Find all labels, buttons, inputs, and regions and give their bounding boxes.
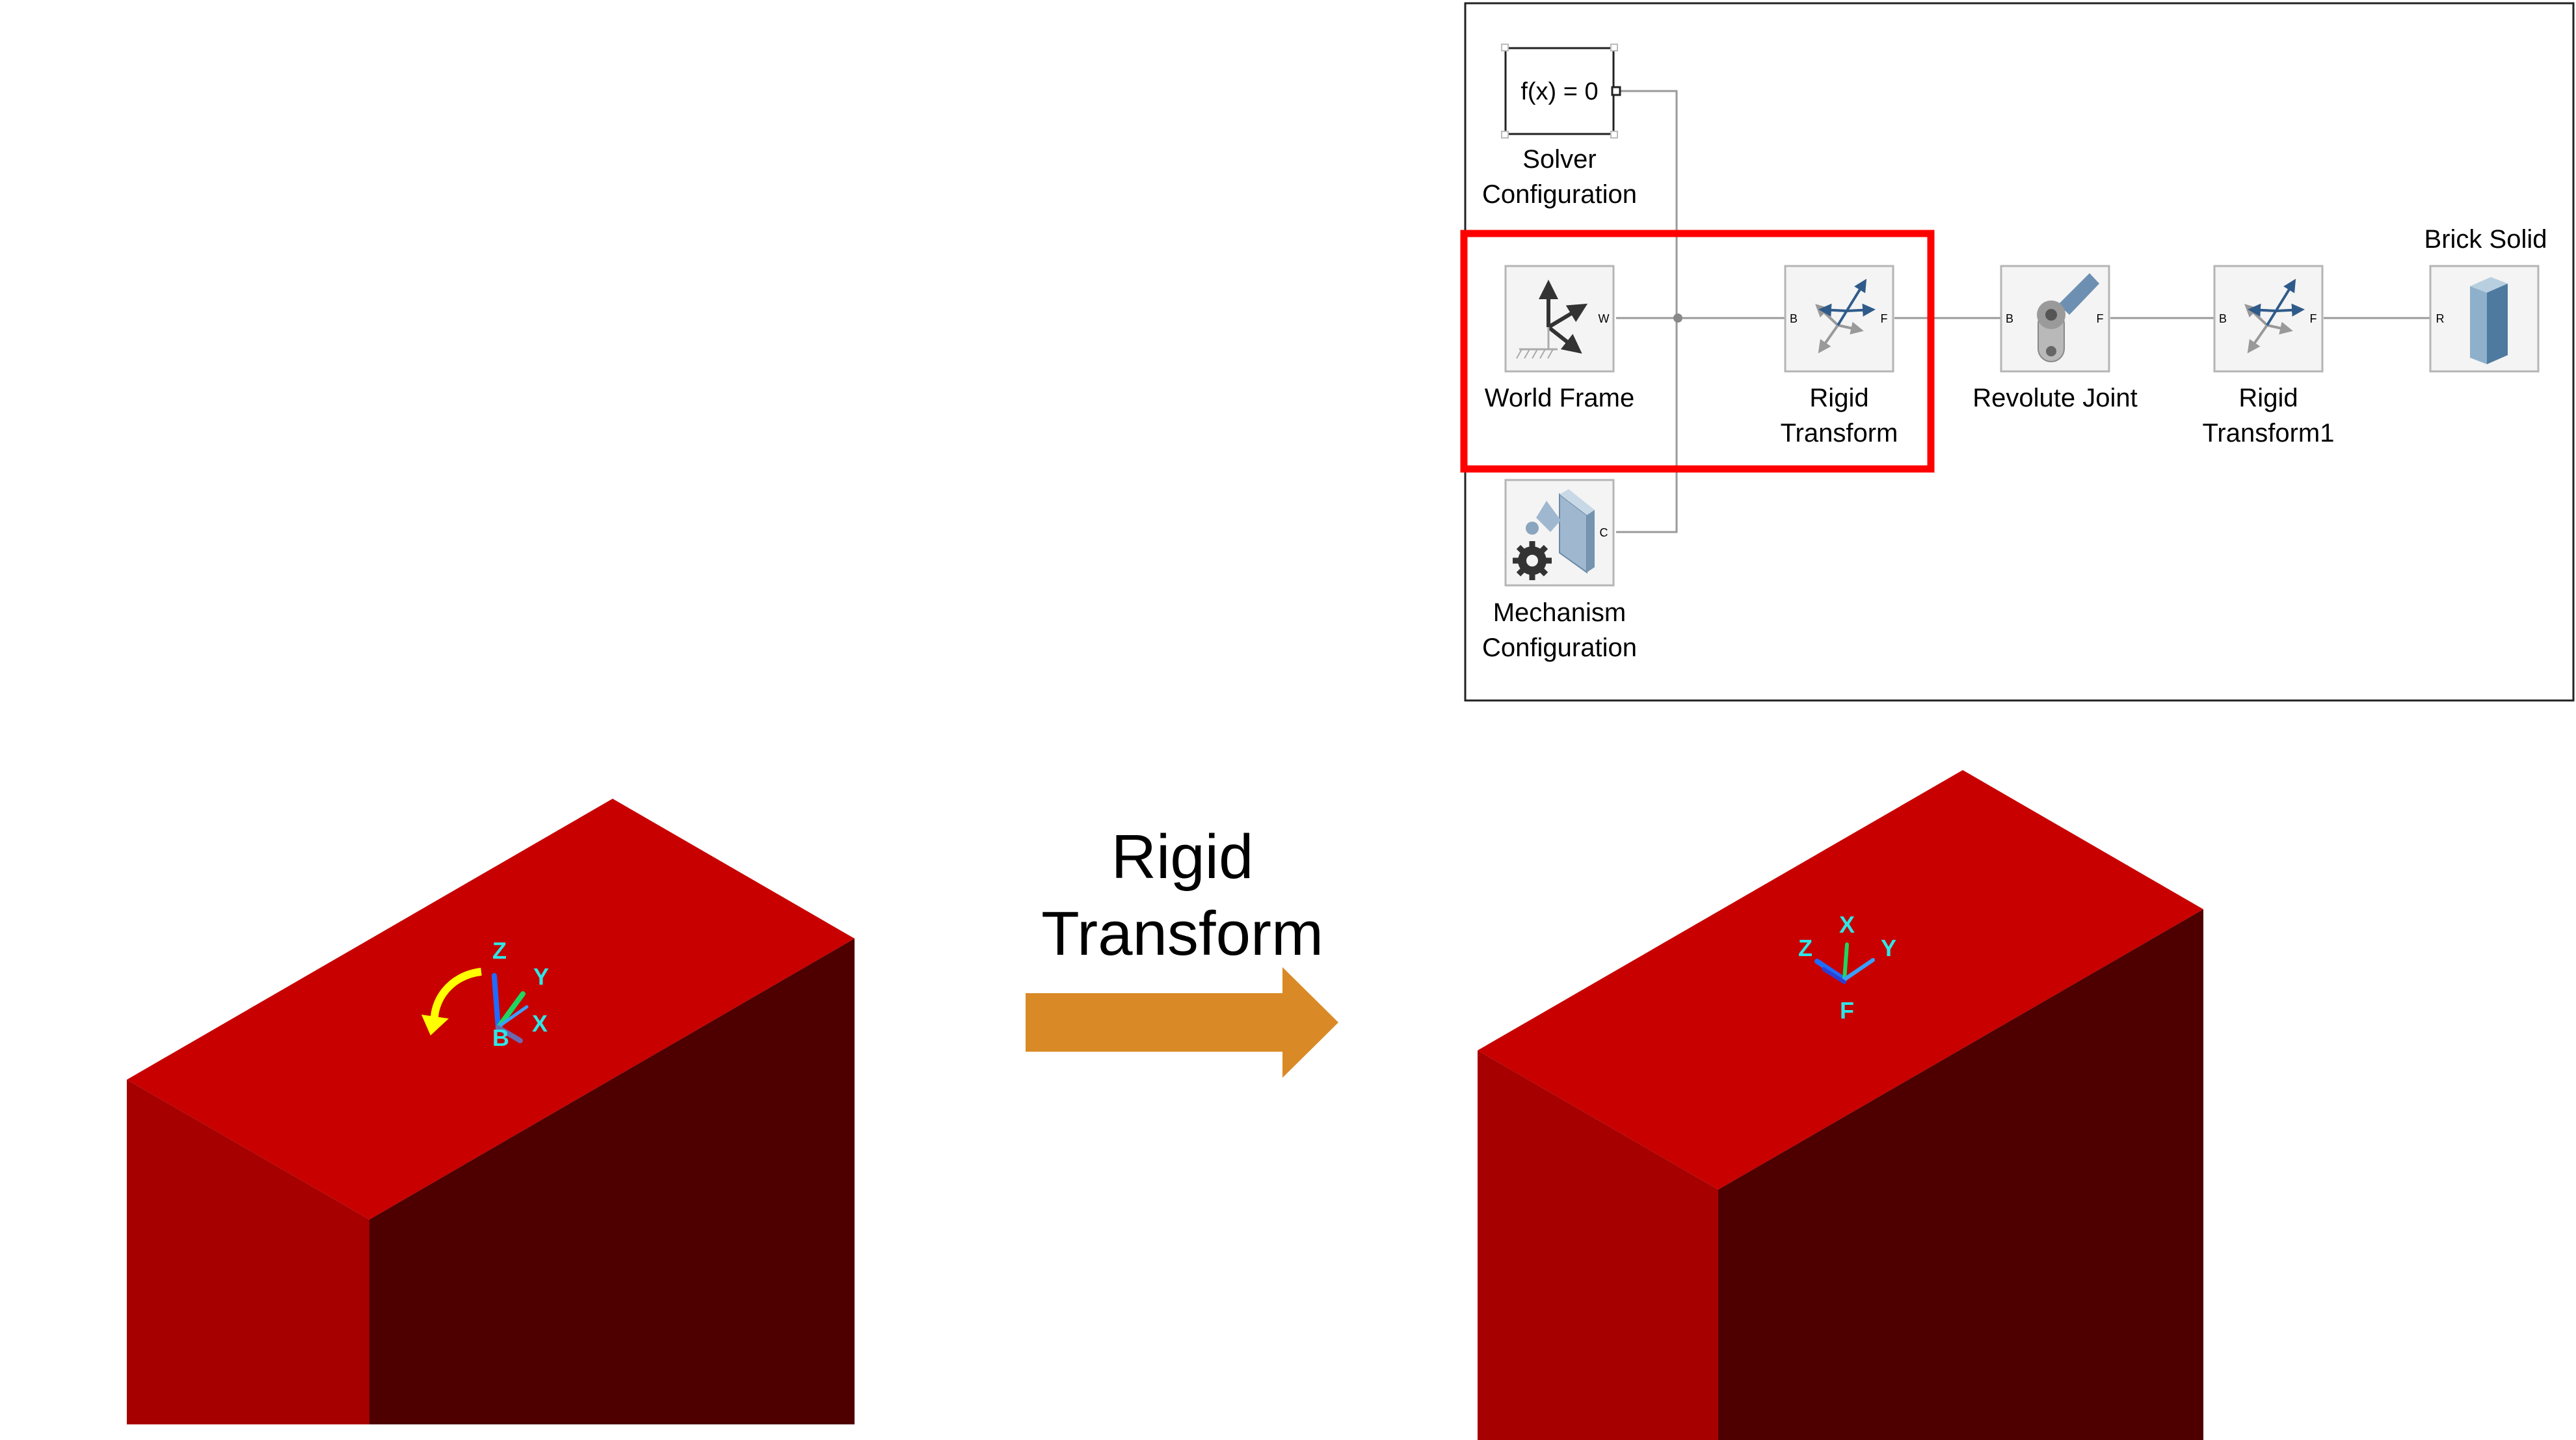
before-axis-y: Y: [533, 963, 549, 990]
rigid-transform1-label-line1: Rigid: [2238, 384, 2298, 412]
after-axis-z: Z: [1798, 935, 1812, 961]
before-brick-side: [369, 939, 855, 1424]
after-axis-origin: F: [1840, 997, 1854, 1024]
solver-label-line2: Configuration: [1482, 180, 1637, 209]
revolute-joint-port-f: F: [2097, 312, 2104, 325]
after-brick-side: [1718, 909, 2203, 1440]
mechanism-configuration-block[interactable]: C: [1504, 479, 1615, 587]
revolute-joint-block[interactable]: B F: [2000, 265, 2110, 373]
mechanism-icon: [1513, 489, 1595, 580]
mechanism-label-line1: Mechanism: [1493, 598, 1627, 627]
rigid-transform-port-b: B: [1790, 312, 1798, 325]
rigid-transform-icon: [1815, 278, 1876, 354]
highlight-box: [1460, 230, 1935, 473]
before-brick-top: [127, 799, 855, 1220]
before-axis-origin: B: [492, 1024, 509, 1051]
brick-solid-label: Brick Solid: [2424, 225, 2547, 254]
rigid-transform1-label-line2: Transform1: [2202, 419, 2334, 447]
connection-lines: [1616, 90, 2430, 533]
rigid-transform-block[interactable]: B F: [1784, 265, 1894, 373]
gear-icon: [1513, 541, 1552, 580]
mechanism-label-line2: Configuration: [1482, 633, 1637, 662]
before-brick-front: [127, 1080, 369, 1424]
world-frame-port-w: W: [1599, 312, 1610, 325]
revolute-joint-label: Revolute Joint: [1972, 384, 2137, 412]
transition-label-line2: Transform: [1041, 899, 1323, 968]
before-axis-x: X: [532, 1010, 548, 1037]
diagram-panel: f(x) = 0 Solver Configuration W World Fr…: [1460, 2, 2575, 702]
revolute-joint-port-b: B: [2006, 312, 2013, 325]
rigid-transform-port-f: F: [1881, 312, 1888, 325]
solver-label-line1: Solver: [1522, 145, 1596, 174]
after-frame-axes: [1814, 942, 1875, 984]
rotation-arrow: [421, 968, 482, 1035]
junction-dot: [1673, 313, 1682, 323]
revolute-joint-icon: [2037, 273, 2099, 362]
mechanism-port-c: C: [1600, 526, 1608, 539]
before-frame-axes: [492, 973, 529, 1043]
brick-solid-port-r: R: [2436, 312, 2445, 325]
rigid-transform1-block[interactable]: B F: [2213, 265, 2324, 373]
transition: Rigid Transform: [1026, 822, 1338, 1078]
after-brick-front: [1478, 1050, 1718, 1440]
world-frame-block[interactable]: W: [1504, 265, 1615, 373]
rigid-transform1-port-f: F: [2310, 312, 2317, 325]
world-frame-icon: [1516, 280, 1588, 359]
rigid-transform1-port-b: B: [2219, 312, 2227, 325]
rigid-transform1-icon: [2244, 278, 2305, 354]
after-axis-y: Y: [1881, 935, 1896, 961]
rigid-transform-label-line2: Transform: [1781, 419, 1898, 447]
solver-icon-text: f(x) = 0: [1520, 78, 1598, 105]
after-view: X Z Y F: [1478, 770, 2203, 1440]
world-frame-label: World Frame: [1485, 384, 1634, 412]
before-view: Z Y X B: [127, 799, 855, 1424]
transition-arrow: [1026, 967, 1338, 1078]
before-axis-z: Z: [492, 937, 507, 964]
brick-solid-icon: [2470, 277, 2508, 364]
transition-label-line1: Rigid: [1111, 822, 1254, 892]
solver-configuration-block[interactable]: f(x) = 0: [1501, 44, 1621, 139]
after-axis-x: X: [1839, 911, 1855, 938]
rigid-transform-label-line1: Rigid: [1809, 384, 1868, 412]
brick-solid-block[interactable]: R: [2429, 265, 2540, 373]
